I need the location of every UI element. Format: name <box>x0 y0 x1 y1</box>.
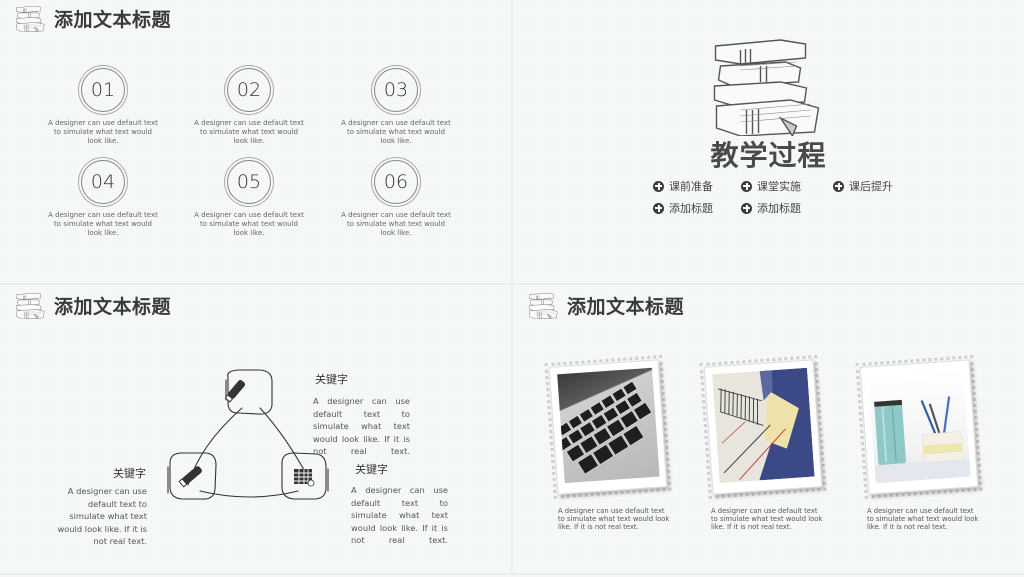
item-description: A designer can use default text to simul… <box>48 119 158 145</box>
books-icon <box>15 292 45 319</box>
keyword-title: 关键字 <box>315 373 348 386</box>
number-badge: 02 <box>227 68 271 112</box>
pen-icon <box>178 466 202 488</box>
process-item-label: 课后提升 <box>849 180 893 193</box>
photo-caption: A designer can use default text to simul… <box>711 507 823 532</box>
slide-numbered-points[interactable]: 添加文本标题 01 A designer can use default tex… <box>0 0 511 283</box>
process-item: 添加标题 <box>741 200 801 216</box>
number-badge: 01 <box>81 68 125 112</box>
numbered-item: 05 A designer can use default text to si… <box>194 160 304 238</box>
number-badge: 04 <box>81 160 125 204</box>
next-slide-row-edge <box>0 575 1024 577</box>
slide-title: 添加文本标题 <box>54 295 172 318</box>
item-description: A designer can use default text to simul… <box>194 119 304 145</box>
process-item-label: 添加标题 <box>757 202 801 215</box>
drafting-photo <box>712 367 815 484</box>
process-item: 课前准备 <box>653 178 713 194</box>
number-badge: 05 <box>227 160 271 204</box>
plus-circle-icon <box>653 180 664 192</box>
plus-circle-icon <box>741 180 752 192</box>
slide-title: 添加文本标题 <box>567 295 685 318</box>
process-item: 添加标题 <box>653 200 713 216</box>
slide-title: 教学过程 <box>710 139 827 172</box>
books-icon <box>15 5 45 32</box>
numbered-item: 04 A designer can use default text to si… <box>48 160 158 238</box>
slide-header: 添加文本标题 <box>15 3 171 33</box>
keyword-text: A designer can use default text to simul… <box>351 485 448 546</box>
numbered-item: 03 A designer can use default text to si… <box>341 68 451 146</box>
photo-caption: A designer can use default text to simul… <box>867 507 979 532</box>
slide-keyword-cycle[interactable]: 添加文本标题 <box>0 285 511 573</box>
photo-card[interactable] <box>699 355 827 499</box>
photo-card[interactable] <box>855 355 983 499</box>
plus-circle-icon <box>653 202 664 214</box>
slide-teaching-process[interactable]: 教学过程 课前准备 课堂实施 课后提升 添加标题 添加标题 <box>513 0 1024 283</box>
books-illustration <box>708 36 823 136</box>
keyword-title: 关键字 <box>355 463 388 476</box>
process-item-label: 课前准备 <box>669 180 713 193</box>
numbered-item: 02 A designer can use default text to si… <box>194 68 304 146</box>
process-item: 课后提升 <box>833 178 893 194</box>
photo-card[interactable] <box>544 355 672 499</box>
numbered-item: 06 A designer can use default text to si… <box>341 160 451 238</box>
item-description: A designer can use default text to simul… <box>341 119 451 145</box>
slide-header: 添加文本标题 <box>15 290 171 320</box>
marker-icon <box>224 380 246 403</box>
plus-circle-icon <box>741 202 752 214</box>
item-description: A designer can use default text to simul… <box>48 211 158 237</box>
slide-title: 添加文本标题 <box>54 8 172 31</box>
photo-caption: A designer can use default text to simul… <box>558 507 670 532</box>
cycle-diagram <box>167 369 329 500</box>
keyword-text: A designer can use default text to simul… <box>313 396 410 457</box>
keyword-title: 关键字 <box>113 467 146 480</box>
plus-circle-icon <box>833 180 844 192</box>
desk-photo <box>868 367 971 484</box>
process-item-label: 添加标题 <box>669 202 713 215</box>
spreadsheet-icon <box>294 469 315 487</box>
item-description: A designer can use default text to simul… <box>341 211 451 237</box>
keyboard-photo <box>557 367 660 484</box>
process-item: 课堂实施 <box>741 178 801 194</box>
number-badge: 06 <box>374 160 418 204</box>
books-icon <box>528 292 558 319</box>
numbered-item: 01 A designer can use default text to si… <box>48 68 158 146</box>
item-description: A designer can use default text to simul… <box>194 211 304 237</box>
number-badge: 03 <box>374 68 418 112</box>
slide-photo-gallery[interactable]: 添加文本标题 A designer can use default text t… <box>513 285 1024 573</box>
keyword-text: A designer can use default text to simul… <box>57 486 147 547</box>
process-item-label: 课堂实施 <box>757 180 801 193</box>
slide-header: 添加文本标题 <box>528 290 684 320</box>
